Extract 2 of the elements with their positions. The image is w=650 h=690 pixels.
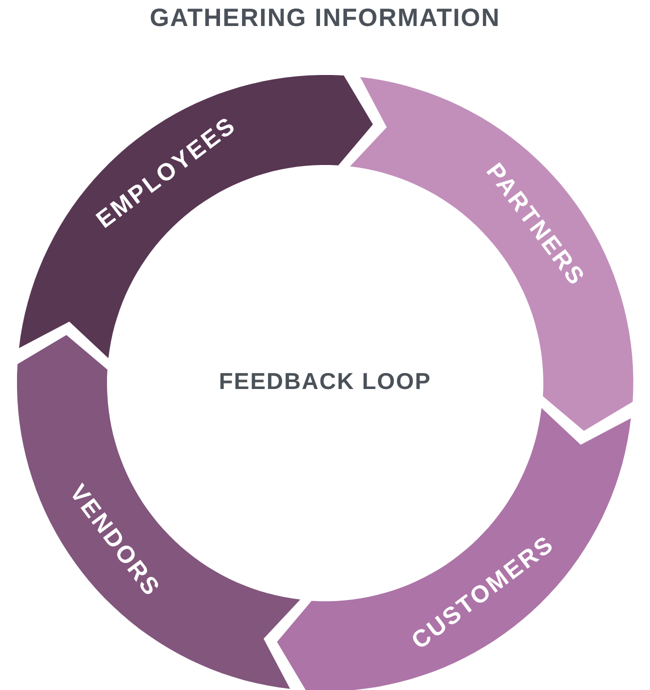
- diagram-title: GATHERING INFORMATION: [148, 4, 502, 33]
- center-label: FEEDBACK LOOP: [218, 368, 432, 395]
